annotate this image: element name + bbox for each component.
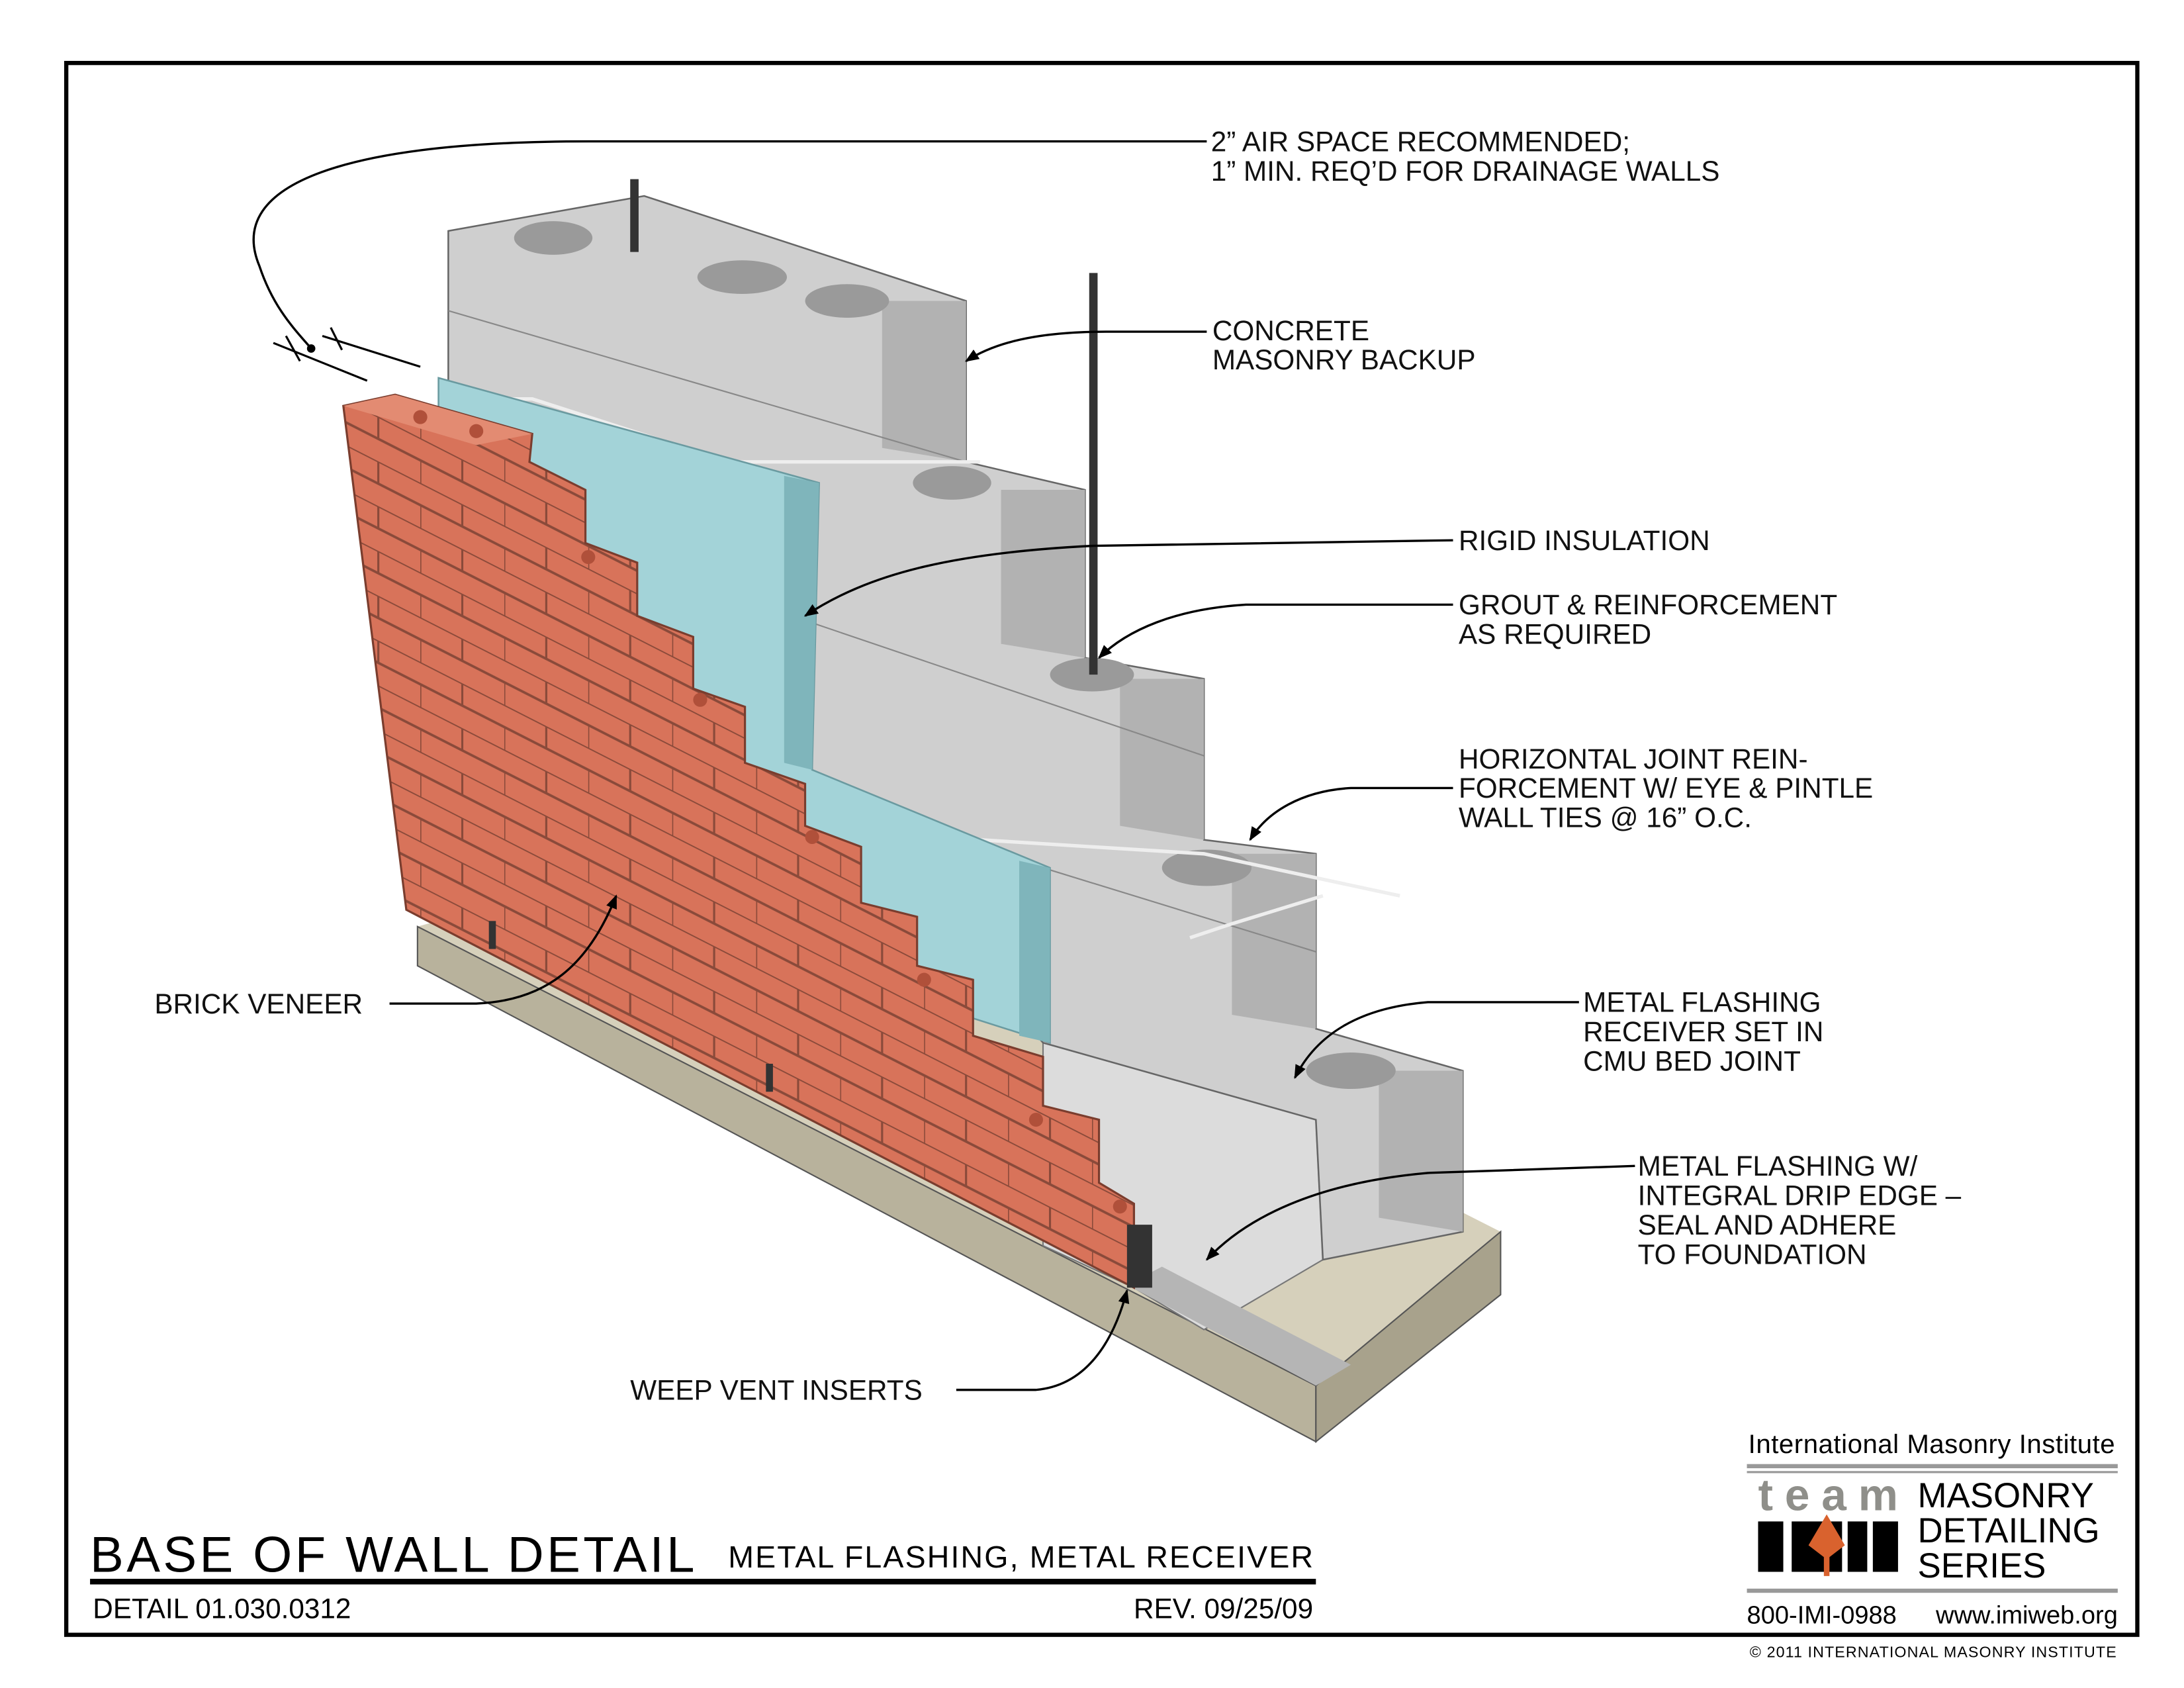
logo-phone: 800-IMI-0988 — [1747, 1602, 1897, 1630]
logo-imi-mark — [1758, 1514, 1898, 1576]
trowel-icon — [1808, 1514, 1845, 1560]
revision-date: REV. 09/25/09 — [1134, 1593, 1313, 1624]
cmu-backup — [447, 195, 1464, 1261]
logo-series-line2: DETAILING — [1918, 1511, 2100, 1550]
logo-series-line1: MASONRY — [1918, 1476, 2094, 1515]
logo-team-text: team — [1758, 1470, 1897, 1520]
detail-number: DETAIL 01.030.0312 — [93, 1593, 351, 1624]
sheet-border — [64, 60, 2140, 1637]
brick-veneer — [342, 393, 1136, 1289]
title-underline — [90, 1579, 1316, 1585]
imi-logo: International Masonry Institute team MAS… — [1747, 1429, 2118, 1630]
title-block: BASE OF WALL DETAIL METAL FLASHING, META… — [90, 1527, 1316, 1624]
weep-vent-inserts — [488, 921, 1152, 1288]
wall-section-illustration — [273, 179, 1502, 1444]
label-brick-veneer: BRICK VENEER — [154, 988, 363, 1019]
label-weep-vent-inserts: WEEP VENT INSERTS — [630, 1374, 923, 1405]
copyright-notice: © 2011 INTERNATIONAL MASONRY INSTITUTE — [1750, 1643, 2116, 1660]
label-rigid-insulation: RIGID INSULATION — [1459, 525, 1710, 556]
label-metal-flashing-drip-edge: METAL FLASHING W/INTEGRAL DRIP EDGE –SEA… — [1638, 1150, 1962, 1270]
logo-series-line3: SERIES — [1918, 1546, 2046, 1585]
label-horizontal-joint-reinforcement: HORIZONTAL JOINT REIN-FORCEMENT W/ EYE &… — [1459, 743, 1873, 833]
logo-org-name: International Masonry Institute — [1749, 1429, 2115, 1459]
logo-website[interactable]: www.imiweb.org — [1935, 1602, 2118, 1630]
label-air-space: 2” AIR SPACE RECOMMENDED;1” MIN. REQ’D F… — [1211, 126, 1720, 186]
drawing-subtitle: METAL FLASHING, METAL RECEIVER — [728, 1540, 1313, 1574]
air-space-dimension — [273, 327, 421, 382]
drawing-title: BASE OF WALL DETAIL — [90, 1527, 694, 1583]
rebar — [630, 179, 1098, 675]
leader-lines — [252, 140, 1635, 1391]
